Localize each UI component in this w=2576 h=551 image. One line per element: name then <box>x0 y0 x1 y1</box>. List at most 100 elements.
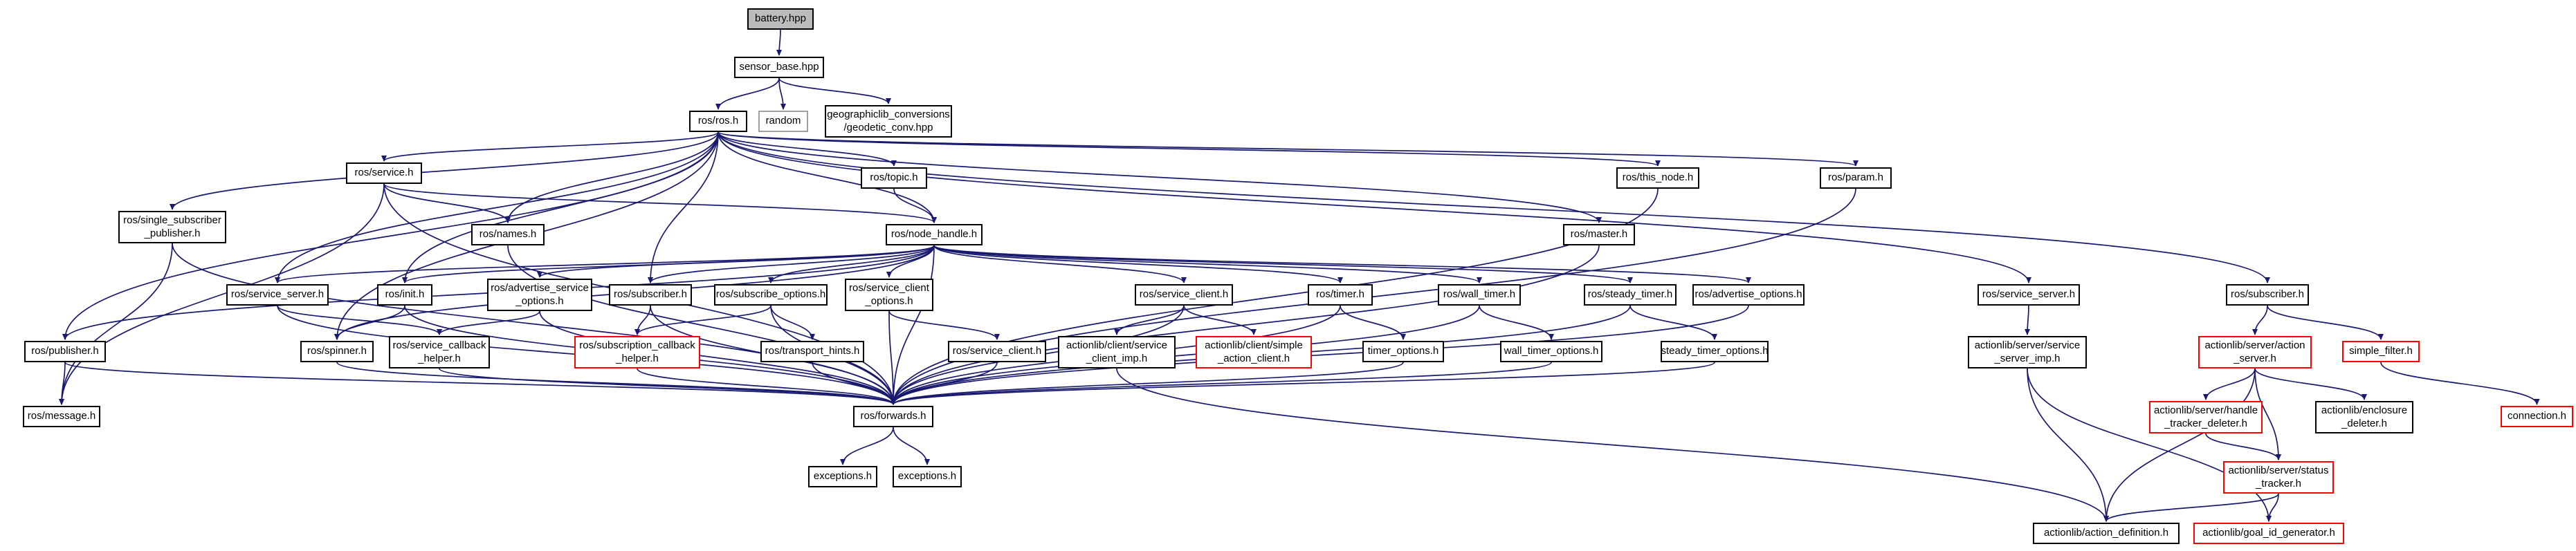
graph-node-exceptions_l[interactable]: exceptions.h <box>808 466 877 487</box>
graph-node-init[interactable]: ros/init.h <box>377 284 432 306</box>
graph-node-svc_cli_imp[interactable]: actionlib/client/service _client_imp.h <box>1058 336 1176 368</box>
include-edge-names--forwards <box>507 245 896 405</box>
graph-node-service_server_r[interactable]: ros/service_server.h <box>1977 284 2080 306</box>
graph-node-timer_opts[interactable]: timer_options.h <box>1362 341 1444 362</box>
include-edge-this_node--forwards <box>890 188 1659 405</box>
graph-node-action_server[interactable]: actionlib/server/action _server.h <box>2198 336 2312 368</box>
graph-node-param[interactable]: ros/param.h <box>1820 167 1892 189</box>
include-edge-node_handle--svc_cli_opts <box>886 245 935 278</box>
include-edge-topic--node_handle <box>893 188 937 223</box>
graph-node-node_handle[interactable]: ros/node_handle.h <box>886 224 983 245</box>
include-edge-node_handle--subscriber_l <box>648 245 935 283</box>
include-edge-action_server--action_definition <box>2103 368 2256 522</box>
include-edge-ros_h--init <box>402 131 719 283</box>
graph-node-publisher[interactable]: ros/publisher.h <box>24 341 106 362</box>
graph-node-geodetic[interactable]: geographiclib_conversions /geodetic_conv… <box>825 105 952 138</box>
graph-node-subscriber_l[interactable]: ros/subscriber.h <box>609 284 692 306</box>
include-edge-service_client_6--simple_action_client <box>1183 305 1257 335</box>
include-edge-sensor_base--geodetic <box>778 77 891 104</box>
include-edge-sub_opts--transport_hints <box>770 305 815 340</box>
graph-node-master[interactable]: ros/master.h <box>1563 224 1635 245</box>
include-edge-sub_opts--sub_cb_helper <box>634 305 771 335</box>
graph-node-exceptions_r[interactable]: exceptions.h <box>893 466 962 487</box>
graph-node-service_server_l[interactable]: ros/service_server.h <box>226 284 329 306</box>
include-edge-handle_tracker_deleter--status_tracker <box>2205 433 2281 460</box>
graph-node-steady_timer[interactable]: ros/steady_timer.h <box>1584 284 1677 306</box>
include-edge-ros_h--names <box>505 131 719 223</box>
include-edge-node_handle--wall_timer <box>933 245 1482 283</box>
include-edge-node_handle--timer <box>933 245 1343 283</box>
graph-node-names[interactable]: ros/names.h <box>471 224 545 245</box>
include-edge-node_handle--adv_opts <box>933 245 1751 283</box>
graph-node-sub_cb_helper[interactable]: ros/subscription_callback _helper.h <box>574 336 700 368</box>
include-edge-timer_opts--forwards <box>890 362 1404 405</box>
include-edge-ros_h--master <box>718 131 1602 223</box>
graph-node-goal_id_generator[interactable]: actionlib/goal_id_generator.h <box>2193 523 2344 544</box>
graph-node-sub_opts[interactable]: ros/subscribe_options.h <box>714 284 828 306</box>
include-edge-subscriber_r--simple_filter <box>2267 305 2384 340</box>
graph-node-forwards[interactable]: ros/forwards.h <box>853 406 933 427</box>
graph-node-enclosure_deleter[interactable]: actionlib/enclosure _deleter.h <box>2315 401 2413 433</box>
include-edge-ros_h--subscriber_l <box>648 131 719 283</box>
include-edge-publisher--forwards <box>64 362 896 405</box>
graph-node-sensor_base[interactable]: sensor_base.hpp <box>734 57 824 78</box>
include-edge-action_server--handle_tracker_deleter <box>2203 368 2256 400</box>
graph-node-service_client_6[interactable]: ros/service_client.h <box>1135 284 1233 306</box>
include-edge-master--forwards <box>890 245 1600 405</box>
graph-node-svc_cb_helper[interactable]: ros/service_callback _helper.h <box>389 336 490 368</box>
graph-node-battery[interactable]: battery.hpp <box>747 8 814 30</box>
graph-node-topic[interactable]: ros/topic.h <box>861 167 927 189</box>
include-edge-subscriber_r--action_server <box>2252 305 2268 335</box>
include-edge-node_handle--init <box>402 245 935 283</box>
include-edge-sensor_base--random <box>778 77 786 110</box>
graph-node-simple_filter[interactable]: simple_filter.h <box>2342 341 2420 362</box>
graph-node-ssp[interactable]: ros/single_subscriber _publisher.h <box>118 211 226 243</box>
graph-node-svc_srv_imp[interactable]: actionlib/server/service _server_imp.h <box>1968 336 2087 368</box>
include-edge-sensor_base--ros_h <box>715 77 780 110</box>
include-edge-wall_timer_opts--forwards <box>890 362 1552 405</box>
include-edge-simple_filter--connection <box>2380 362 2540 405</box>
include-edge-svc_cli_opts--forwards <box>888 310 896 405</box>
graph-node-wall_timer[interactable]: ros/wall_timer.h <box>1438 284 1521 306</box>
graph-node-simple_action_client[interactable]: actionlib/client/simple _action_client.h <box>1196 336 1312 368</box>
graph-node-transport_hints[interactable]: ros/transport_hints.h <box>760 341 864 362</box>
graph-node-adv_opts[interactable]: ros/advertise_options.h <box>1692 284 1805 306</box>
include-edge-ros_h--ssp <box>170 131 719 210</box>
include-edge-ros_h--subscriber_r <box>718 131 2270 283</box>
graph-node-svc_cli_opts[interactable]: ros/service_client _options.h <box>845 279 933 311</box>
include-edge-node_handle--service_server_l <box>275 245 935 283</box>
include-edge-adv_srv_opts--svc_cb_helper <box>437 310 540 335</box>
graph-node-connection[interactable]: connection.h <box>2501 406 2573 427</box>
include-edge-svc_cb_helper--forwards <box>439 368 896 405</box>
include-edge-status_tracker--action_definition <box>2103 493 2279 522</box>
include-edge-spinner--forwards <box>336 362 896 405</box>
include-edge-status_tracker--goal_id_generator <box>2266 493 2279 522</box>
graph-node-adv_srv_opts[interactable]: ros/advertise_service _options.h <box>487 279 592 311</box>
include-edge-steady_timer_opts--forwards <box>890 362 1715 405</box>
graph-node-action_definition[interactable]: actionlib/action_definition.h <box>2033 523 2180 544</box>
include-edge-svc_cli_opts--service_client_7 <box>888 310 1000 340</box>
graph-node-timer[interactable]: ros/timer.h <box>1308 284 1373 306</box>
graph-node-ros_h[interactable]: ros/ros.h <box>689 111 747 132</box>
include-edge-service_server_r--svc_srv_imp <box>2025 305 2031 335</box>
include-edge-forwards--exceptions_r <box>893 427 930 465</box>
include-edge-node_handle--sub_opts <box>768 245 935 283</box>
graph-node-status_tracker[interactable]: actionlib/server/status _tracker.h <box>2223 461 2334 494</box>
graph-node-service_client_7[interactable]: ros/service_client.h <box>948 341 1046 362</box>
graph-node-subscriber_r[interactable]: ros/subscriber.h <box>2226 284 2309 306</box>
graph-node-handle_tracker_deleter[interactable]: actionlib/server/handle _tracker_deleter… <box>2149 401 2263 433</box>
graph-node-steady_timer_opts[interactable]: steady_timer_options.h <box>1661 341 1769 362</box>
include-edge-wall_timer--wall_timer_opts <box>1479 305 1554 340</box>
include-edge-subscriber_l--sub_cb_helper <box>634 305 651 335</box>
graph-node-wall_timer_opts[interactable]: wall_timer_options.h <box>1500 341 1602 362</box>
include-edge-node_handle--adv_srv_opts <box>537 245 935 278</box>
graph-node-spinner[interactable]: ros/spinner.h <box>300 341 374 362</box>
include-edge-svc_srv_imp--action_definition <box>2027 368 2109 522</box>
graph-node-random[interactable]: random <box>758 111 808 132</box>
graph-node-service[interactable]: ros/service.h <box>346 162 422 184</box>
include-edge-service_client_7--forwards <box>890 362 998 405</box>
graph-node-this_node[interactable]: ros/this_node.h <box>1616 167 1699 189</box>
include-edge-publisher--message <box>59 362 66 405</box>
graph-node-message[interactable]: ros/message.h <box>23 406 100 427</box>
